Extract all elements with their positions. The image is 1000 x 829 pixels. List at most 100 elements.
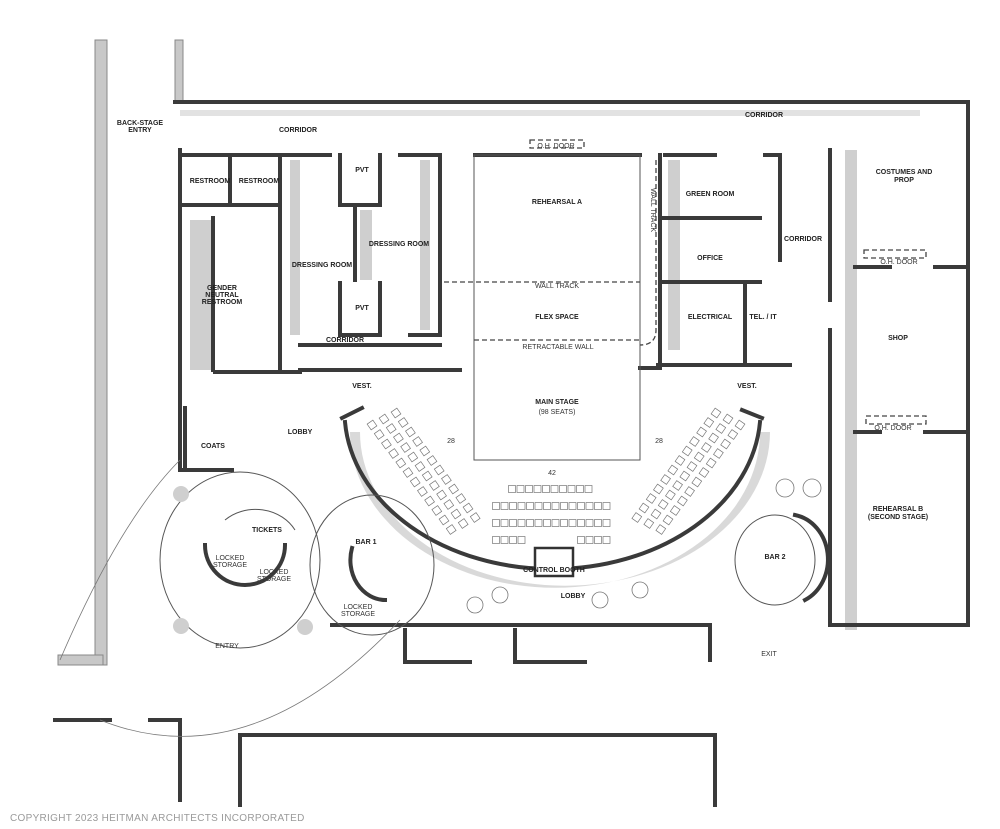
seat [441,474,452,485]
label-pvt: PVT [355,167,369,174]
seat [436,489,447,501]
seat [534,502,543,510]
label-wall-track: WALL TRACK [535,283,579,290]
seat [450,508,462,520]
seat [443,499,455,510]
seat [500,519,509,527]
seat [585,519,594,527]
seat [660,474,671,485]
seat [674,455,686,466]
seat [720,438,731,450]
seat [402,467,414,478]
label-corridor: CORRIDOR [326,337,364,344]
seat [686,461,698,472]
seat [551,519,560,527]
label-locked-storage-2: STORAGE [213,562,247,569]
seat [381,438,392,450]
label-locked-storage-2: STORAGE [257,576,291,583]
seat [526,519,534,527]
seat [710,407,722,419]
seat [631,512,643,523]
seat [576,485,584,493]
label-locked-storage: LOCKED [344,604,373,611]
seat [602,502,611,510]
seat [525,485,533,493]
seat [677,495,688,507]
label-locked-storage: LOCKED [260,569,289,576]
label-gender-neutral-restroom: GENDER [207,285,237,292]
seat [492,519,500,527]
seat [390,407,402,419]
seat [577,519,585,527]
seat [534,519,543,527]
label-coats: COATS [201,443,225,450]
label-corridor: CORRIDOR [784,236,822,243]
label-vest: VEST. [737,383,757,390]
seat [689,436,700,447]
seat [543,519,551,527]
label-tel-it: TEL. / IT [749,314,777,321]
label-office: OFFICE [697,255,723,262]
seat [393,432,404,444]
label-locked-storage: LOCKED [216,555,245,562]
seat [388,448,399,459]
seat [727,429,739,440]
seat [517,536,526,544]
seat [577,536,585,544]
label-locked-storage-2: STORAGE [341,611,375,618]
seat [684,486,695,497]
seat [492,536,500,544]
seat [584,485,593,493]
label-oh-door: O.H. DOOR [880,259,917,266]
label-vest: VEST. [352,383,372,390]
seat [378,413,390,425]
seat [373,429,385,440]
seat [650,508,662,520]
seat [500,502,509,510]
seat [643,518,655,529]
seat [653,483,664,495]
seat [407,451,419,463]
label-pvt: PVT [355,305,369,312]
seat [385,423,397,434]
seat [448,483,459,495]
label-main-stage: MAIN STAGE [535,399,579,406]
seat [698,467,710,478]
seat [419,445,431,457]
label-flex-space: FLEX SPACE [535,314,579,321]
label-gender-neutral-restroom-3: RESTROOM [202,299,243,306]
seat [672,480,683,491]
seat [509,519,517,527]
room-labels: BACK-STAGE ENTRY CORRIDOR CORRIDOR CORRI… [117,112,932,658]
lobby-fixtures [59,459,830,737]
label-seat-count-left: 28 [447,438,455,445]
seat [567,485,576,493]
seat [681,445,693,457]
seat [602,519,611,527]
seat [542,485,550,493]
seat [509,536,517,544]
seat [395,457,407,469]
seat [708,432,719,444]
seat [667,464,679,476]
label-oh-door: O.H. DOOR [537,143,574,150]
label-restroom: RESTROOM [239,178,280,185]
seat [662,514,674,526]
seat [421,470,433,482]
seat [585,502,594,510]
label-tickets: TICKETS [252,527,282,534]
label-control-booth: CONTROL BOOTH [523,567,585,574]
seat [405,426,416,438]
seat [409,476,421,488]
seat [713,448,724,459]
seat [594,519,602,527]
label-shop: SHOP [888,335,908,342]
seat [509,502,517,510]
seat [715,423,727,434]
seat [366,419,378,431]
seat [516,485,525,493]
seat [602,536,611,544]
seat [568,502,577,510]
seat [462,502,474,514]
